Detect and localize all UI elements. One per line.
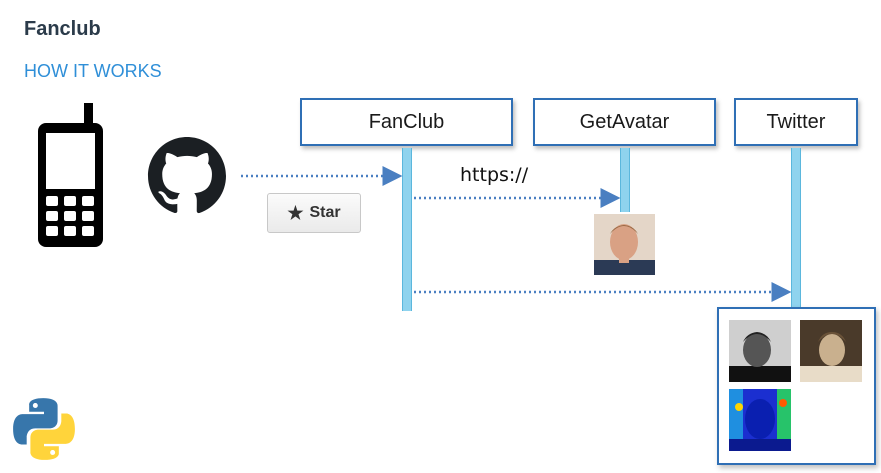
github-octocat-icon (148, 137, 226, 214)
page-subtitle: HOW IT WORKS (24, 61, 162, 81)
profile-photo-sepia (800, 320, 862, 382)
lifeline-getavatar (620, 148, 630, 212)
mobile-phone-icon (38, 103, 103, 247)
python-logo-icon (13, 398, 75, 460)
star-button-label: Star (309, 204, 341, 221)
page-title: Fanclub (24, 18, 101, 40)
avatar-photo (594, 214, 655, 275)
participant-twitter: Twitter (734, 98, 858, 146)
lifeline-twitter (791, 148, 801, 308)
twitter-result-box (717, 307, 876, 465)
profile-photo-thermal (729, 389, 791, 451)
message-label-https: https:// (460, 164, 529, 186)
star-button[interactable]: ★ Star (267, 193, 361, 233)
participant-fanclub: FanClub (300, 98, 513, 146)
lifeline-fanclub (402, 148, 412, 311)
star-icon: ★ (287, 202, 304, 223)
profile-photo-bw (729, 320, 791, 382)
participant-getavatar: GetAvatar (533, 98, 716, 146)
